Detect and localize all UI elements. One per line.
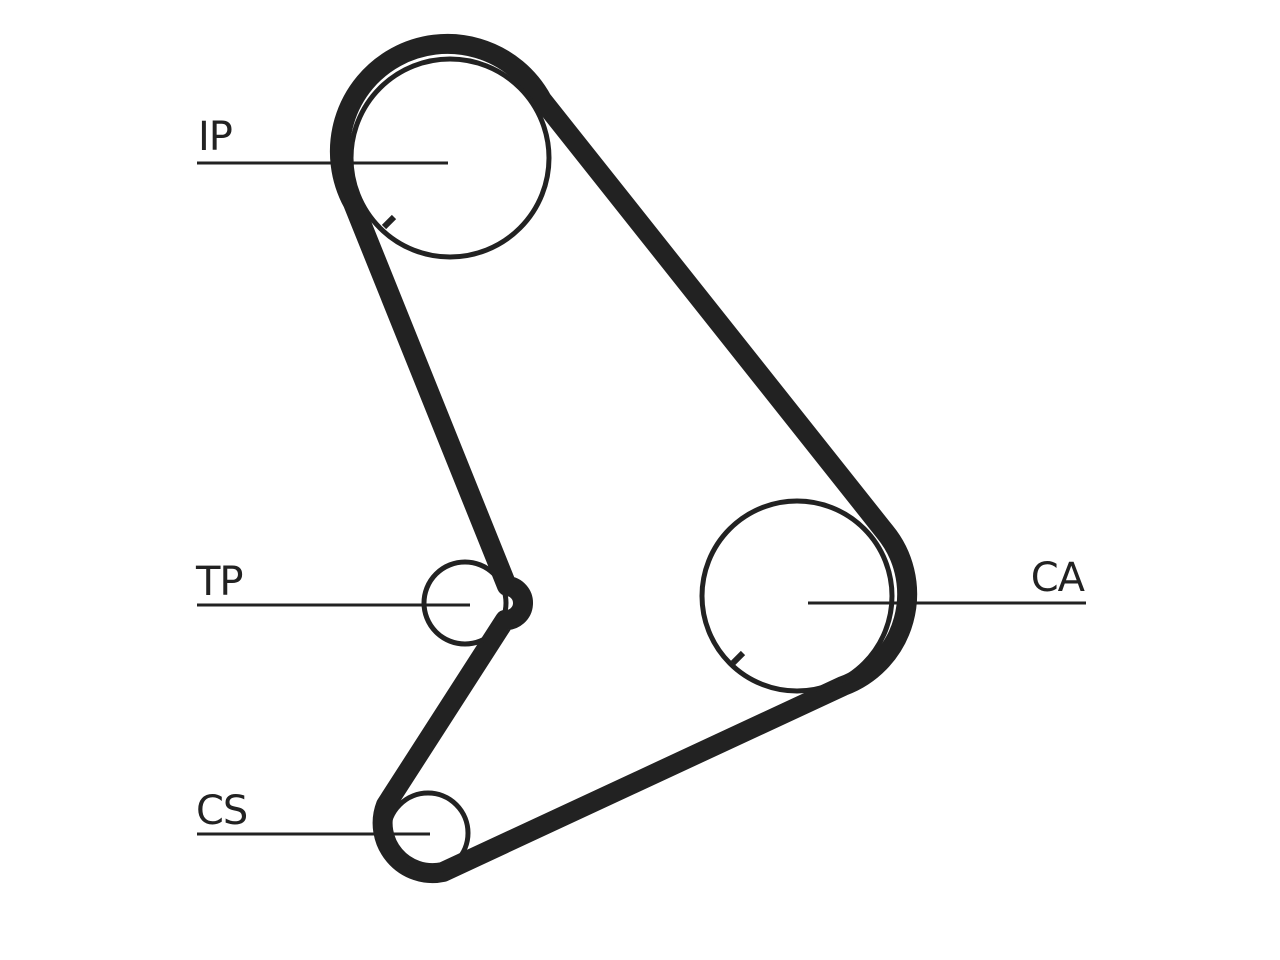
ca-timing-mark: [730, 650, 746, 666]
ca-pulley: [699, 498, 895, 694]
tp-label: TP: [195, 559, 243, 605]
ip-pulley: [348, 56, 552, 260]
ip-label: IP: [198, 114, 232, 160]
ip-timing-mark: [381, 214, 397, 230]
tp-pulley: [421, 559, 509, 647]
timing-belt: [329, 33, 918, 884]
ca-label: CA: [1031, 555, 1086, 601]
cs-label: CS: [196, 788, 247, 834]
